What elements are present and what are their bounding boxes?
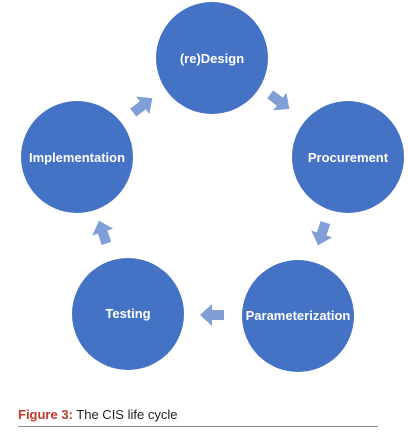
arrow-testing-to-implementation — [92, 220, 114, 246]
stage-node-implementation: Implementation — [21, 101, 133, 213]
caption-divider — [18, 426, 378, 427]
arrow-procurement-to-parameterization — [311, 220, 333, 246]
figure-number: Figure 3: — [18, 407, 73, 422]
stage-label-implementation: Implementation — [29, 150, 125, 165]
figure-caption: Figure 3: The CIS life cycle — [18, 407, 177, 422]
stage-label-parameterization: Parameterization — [246, 308, 351, 323]
arrow-redesign-to-procurement — [267, 90, 290, 111]
arrow-implementation-to-redesign — [130, 96, 153, 117]
cis-life-cycle-diagram: (re)Design Procurement Parameterization … — [21, 2, 404, 372]
stage-node-redesign: (re)Design — [156, 2, 268, 114]
stage-label-procurement: Procurement — [308, 150, 389, 165]
stage-node-parameterization: Parameterization — [242, 260, 354, 372]
arrow-parameterization-to-testing — [200, 304, 224, 326]
stage-label-testing: Testing — [105, 306, 150, 321]
stage-node-testing: Testing — [72, 258, 184, 370]
stage-node-procurement: Procurement — [292, 101, 404, 213]
stage-label-redesign: (re)Design — [180, 51, 244, 66]
figure-caption-text: The CIS life cycle — [76, 407, 178, 422]
